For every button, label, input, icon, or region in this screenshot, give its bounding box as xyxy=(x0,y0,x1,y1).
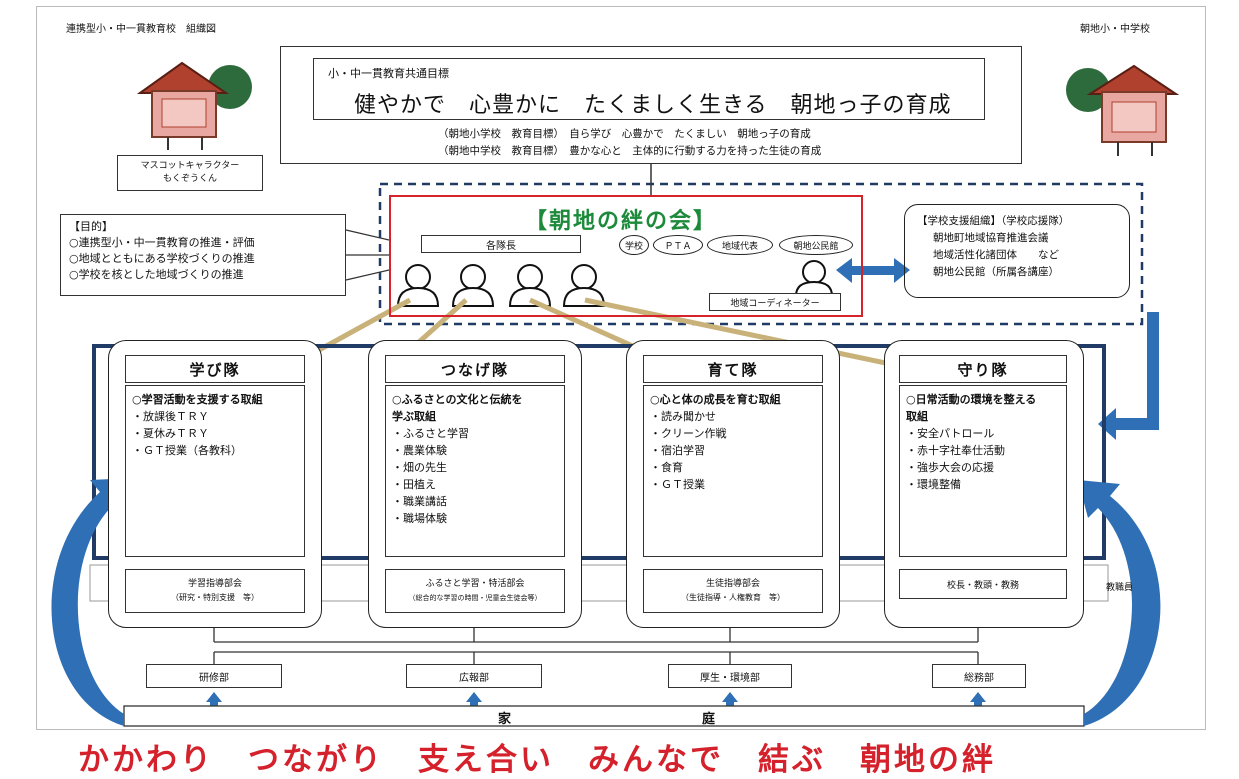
team-item: ・赤十字社奉仕活動 xyxy=(906,444,1005,457)
mascot-label-line2: もくぞうくん xyxy=(162,174,217,184)
shared-goal-main: 健やかで 心豊かに たくましく生きる 朝地っ子の育成 xyxy=(354,93,952,118)
staff-label: 教職員 xyxy=(1106,583,1134,593)
shared-goal-caption: 小・中一貫教育共通目標 xyxy=(328,67,449,80)
team-heading: ○日常活動の環境を整える xyxy=(906,393,1037,406)
member-community-center: 朝地公民館 xyxy=(779,235,853,255)
team-item: ・職場体験 xyxy=(392,512,447,525)
team-item: ・ＧＴ授業（各教科） xyxy=(132,444,242,457)
member-community: 地域代表 xyxy=(707,235,773,255)
team-mamori: 守り隊 ○日常活動の環境を整える 取組 ・安全パトロール ・赤十字社奉仕活動 ・… xyxy=(884,340,1084,628)
team-department: 学習指導部会 （研究・特別支援 等） xyxy=(125,569,305,613)
team-name: 守り隊 xyxy=(899,355,1067,383)
support-item: 朝地町地域協育推進会議 xyxy=(933,232,1049,244)
team-department: 生徒指導部会 （生徒指導・人権教育 等） xyxy=(643,569,823,613)
department-note: （研究・特別支援 等） xyxy=(171,593,259,602)
team-item: ・宿泊学習 xyxy=(650,444,705,457)
slogan: かかわり つながり 支え合い みんなで 結ぶ 朝地の絆 xyxy=(78,742,996,778)
junior-high-goal: （朝地中学校 教育目標） 豊かな心と 主体的に行動する力を持った生徒の育成 xyxy=(438,145,822,157)
team-heading: ○ふるさとの文化と伝統を xyxy=(392,393,523,406)
team-activities: ○ふるさとの文化と伝統を 学ぶ取組 ・ふるさと学習 ・農業体験 ・畑の先生 ・田… xyxy=(385,385,565,557)
team-activities: ○心と体の成長を育む取組 ・読み聞かせ ・クリーン作戦 ・宿泊学習 ・食育 ・Ｇ… xyxy=(643,385,823,557)
team-item: ・畑の先生 xyxy=(392,461,447,474)
team-activities: ○日常活動の環境を整える 取組 ・安全パトロール ・赤十字社奉仕活動 ・強歩大会… xyxy=(899,385,1067,557)
department-note: （生徒指導・人権教育 等） xyxy=(681,593,785,602)
support-item: 地域活性化諸団体 など xyxy=(933,249,1059,261)
team-tsunage: つなげ隊 ○ふるさとの文化と伝統を 学ぶ取組 ・ふるさと学習 ・農業体験 ・畑の… xyxy=(368,340,582,628)
team-item: ・農業体験 xyxy=(392,444,447,457)
team-item: ・強歩大会の応援 xyxy=(906,461,994,474)
team-item: ・ふるさと学習 xyxy=(392,427,469,440)
team-item: ・ＧＴ授業 xyxy=(650,478,705,491)
team-item: ・田植え xyxy=(392,478,436,491)
mascot-label: マスコットキャラクター もくぞうくん xyxy=(117,155,263,191)
department-note: （総合的な学習の時間・児童会生徒会等） xyxy=(408,594,542,602)
department-name: 校長・教頭・教務 xyxy=(946,580,1019,591)
dept-training: 研修部 xyxy=(146,664,282,688)
family-char-1: 家 xyxy=(498,712,512,727)
purpose-item: ○地域とともにある学校づくりの推進 xyxy=(69,252,255,265)
team-item: ・夏休みＴＲＹ xyxy=(132,427,209,440)
team-activities: ○学習活動を支援する取組 ・放課後ＴＲＹ ・夏休みＴＲＹ ・ＧＴ授業（各教科） xyxy=(125,385,305,557)
dept-welfare-environment: 厚生・環境部 xyxy=(668,664,792,688)
dept-general-affairs: 総務部 xyxy=(932,664,1026,688)
team-department: ふるさと学習・特活部会 （総合的な学習の時間・児童会生徒会等） xyxy=(385,569,565,613)
leaders-label: 各隊長 xyxy=(421,235,581,253)
support-item: 朝地公民館（所属各講座） xyxy=(933,266,1059,278)
team-item: ・職業講話 xyxy=(392,495,447,508)
department-name: 学習指導部会 xyxy=(187,579,242,589)
team-item: ・クリーン作戦 xyxy=(650,427,727,440)
team-item: ・環境整備 xyxy=(906,478,961,491)
team-item: ・安全パトロール xyxy=(906,427,995,440)
department-name: ふるさと学習・特活部会 xyxy=(425,579,525,589)
document-title: 連携型小・中一貫教育校 組織図 xyxy=(66,24,216,35)
team-manabi: 学び隊 ○学習活動を支援する取組 ・放課後ＴＲＹ ・夏休みＴＲＹ ・ＧＴ授業（各… xyxy=(108,340,322,628)
team-heading: 学ぶ取組 xyxy=(392,410,436,423)
support-title: 【学校支援組織】（学校応援隊） xyxy=(917,215,1070,227)
purpose-item: ○連携型小・中一貫教育の推進・評価 xyxy=(69,236,255,249)
council-title: 【朝地の絆の会】 xyxy=(525,209,718,234)
team-name: 学び隊 xyxy=(125,355,305,383)
mascot-label-line1: マスコットキャラクター xyxy=(140,161,240,171)
support-box: 【学校支援組織】（学校応援隊） 朝地町地域協育推進会議 地域活性化諸団体 など … xyxy=(904,204,1130,298)
team-item: ・食育 xyxy=(650,461,683,474)
purpose-box: 【目的】 ○連携型小・中一貫教育の推進・評価 ○地域とともにある学校づくりの推進… xyxy=(60,214,346,296)
council-box: 【朝地の絆の会】 各隊長 学校 ＰＴＡ 地域代表 朝地公民館 地域コーディネータ… xyxy=(389,195,863,317)
team-department: 校長・教頭・教務 xyxy=(899,569,1067,599)
elementary-goal: （朝地小学校 教育目標） 自ら学び 心豊かで たくましい 朝地っ子の育成 xyxy=(438,128,811,140)
team-sodate: 育て隊 ○心と体の成長を育む取組 ・読み聞かせ ・クリーン作戦 ・宿泊学習 ・食… xyxy=(626,340,840,628)
team-name: つなげ隊 xyxy=(385,355,565,383)
purpose-title: 【目的】 xyxy=(69,220,113,233)
dept-public-relations: 広報部 xyxy=(406,664,542,688)
team-heading: ○心と体の成長を育む取組 xyxy=(650,393,781,406)
team-heading: 取組 xyxy=(906,410,928,423)
department-name: 生徒指導部会 xyxy=(705,579,760,589)
team-name: 育て隊 xyxy=(643,355,823,383)
family-char-2: 庭 xyxy=(702,712,716,727)
member-pta: ＰＴＡ xyxy=(653,235,703,255)
team-item: ・放課後ＴＲＹ xyxy=(132,410,209,423)
purpose-item: ○学校を核とした地域づくりの推進 xyxy=(69,268,244,281)
team-item: ・読み聞かせ xyxy=(650,410,716,423)
member-school: 学校 xyxy=(619,235,649,255)
team-heading: ○学習活動を支援する取組 xyxy=(132,393,263,406)
shared-goal-inner-box: 小・中一貫教育共通目標 健やかで 心豊かに たくましく生きる 朝地っ子の育成 xyxy=(313,58,985,120)
coordinator-label: 地域コーディネーター xyxy=(709,293,841,311)
school-name: 朝地小・中学校 xyxy=(1080,24,1150,35)
